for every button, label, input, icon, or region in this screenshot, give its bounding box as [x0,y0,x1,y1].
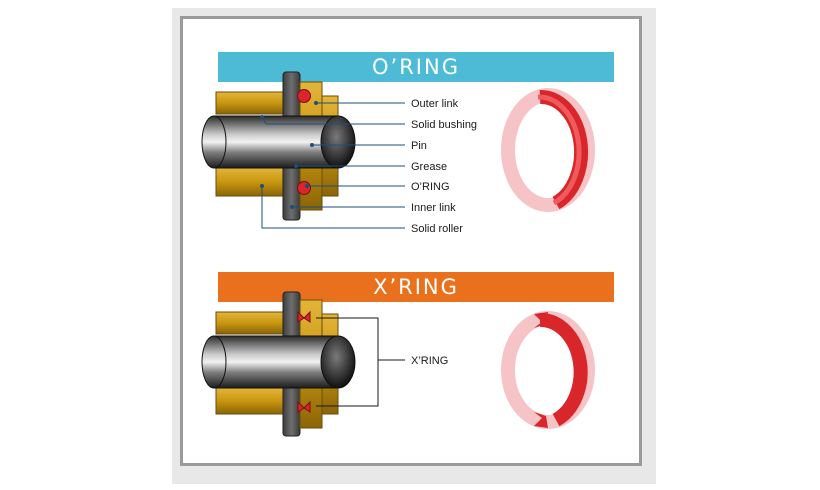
xring-pin-shaft [201,335,356,389]
oring-assembly: Outer link Solid bushing Pin Grease O’RI… [201,71,595,235]
label-xring: X’RING [411,355,448,367]
oring-part-labels: Outer link Solid bushing Pin Grease O’RI… [411,98,477,235]
label-outer-link: Outer link [411,98,459,110]
xring-assembly: X’RING [201,291,595,437]
oring-banner-title: O’RING [372,55,460,79]
xring-banner-title: X’RING [373,275,459,299]
xring-seal-marks [297,310,311,413]
oring-banner: O’RING [218,52,614,82]
leader-lines-oring [261,102,405,229]
label-grease: Grease [411,161,447,173]
label-solid-roller: Solid roller [411,223,463,235]
label-inner-link: Inner link [411,202,456,214]
oring-cross-section-icon [501,88,595,212]
pin-shaft [201,115,356,169]
label-pin: Pin [411,140,427,152]
label-oring: O’RING [411,181,450,193]
leader-dots-oring [260,101,318,209]
label-solid-bushing: Solid bushing [411,119,477,131]
xring-cross-section-icon [501,311,595,429]
xring-banner: X’RING [218,272,614,302]
xring-bracket [316,317,405,407]
